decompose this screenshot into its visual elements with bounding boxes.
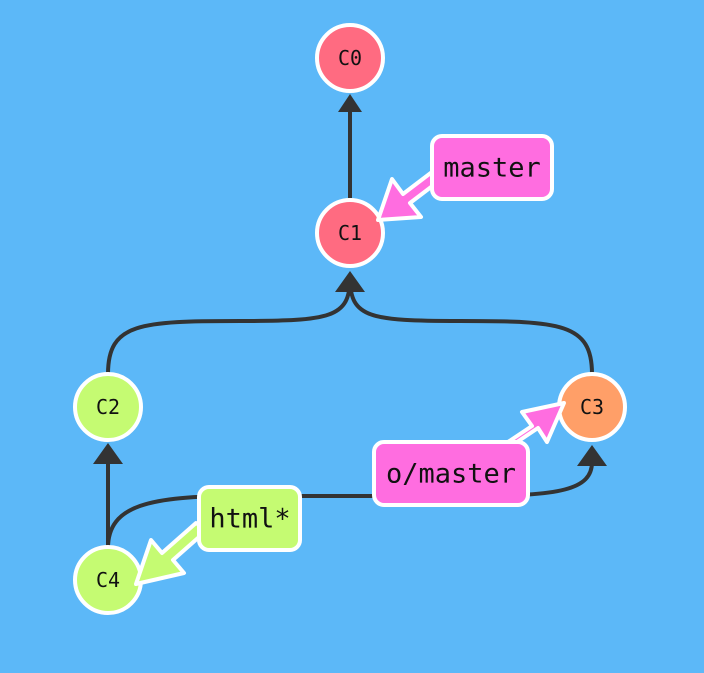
commit-node-c2[interactable]: C2: [73, 372, 143, 442]
arrowhead-c3: [577, 445, 607, 466]
branch-text-master: master: [443, 153, 541, 184]
branch-label-master[interactable]: master: [430, 134, 554, 201]
commit-node-c3[interactable]: C3: [557, 372, 627, 442]
commit-label-c1: C1: [338, 221, 362, 245]
branch-text-html: html*: [209, 504, 290, 535]
commit-node-c4[interactable]: C4: [73, 545, 143, 615]
commit-node-c0[interactable]: C0: [315, 23, 385, 93]
arrowhead-c2: [93, 443, 123, 464]
commit-node-c1[interactable]: C1: [315, 198, 385, 268]
commit-label-c4: C4: [96, 568, 120, 592]
edge-c3-c1: [348, 277, 594, 375]
commit-label-c0: C0: [338, 46, 362, 70]
ref-arrow-master: [376, 170, 441, 222]
arrowhead-c1: [335, 271, 365, 292]
arrowhead-c0: [338, 94, 362, 112]
commit-label-c3: C3: [580, 395, 604, 419]
branch-label-html[interactable]: html*: [197, 485, 302, 552]
ref-arrow-html: [134, 521, 209, 586]
branch-text-origin-master: o/master: [386, 459, 516, 490]
commit-label-c2: C2: [96, 395, 120, 419]
branch-label-origin-master[interactable]: o/master: [372, 440, 530, 507]
edge-c2-c1: [106, 277, 352, 375]
